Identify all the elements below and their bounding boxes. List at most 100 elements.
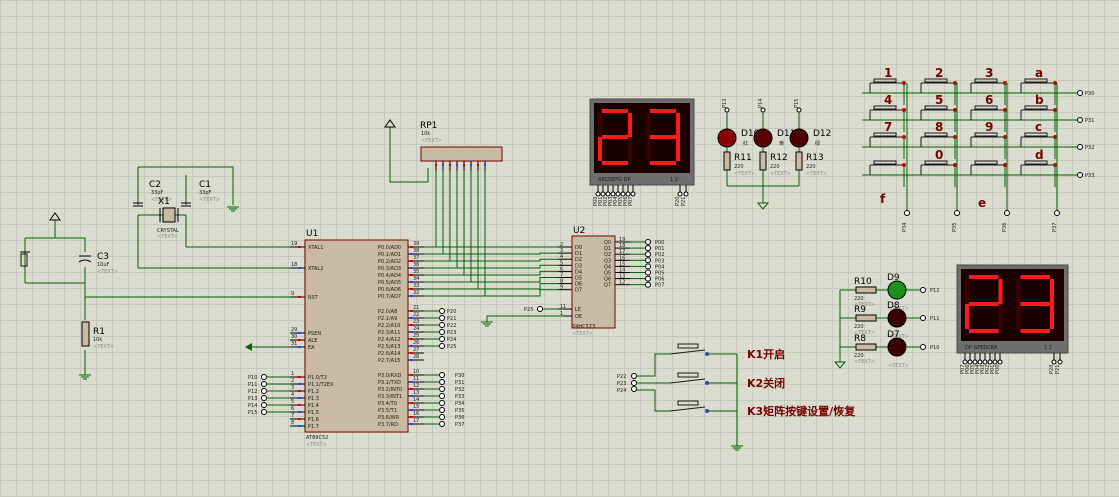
key-button[interactable] [873, 160, 897, 165]
net-label: P03 [980, 365, 986, 374]
res-value: 220 [770, 164, 780, 170]
terminal-icon [1054, 210, 1060, 216]
key-button[interactable] [974, 132, 998, 137]
u1-pin-num: 32 [413, 290, 419, 296]
key-button[interactable] [873, 78, 897, 83]
key-label: 1 [884, 66, 892, 80]
terminal-icon [645, 239, 651, 245]
c2-text: <TEXT> [151, 197, 172, 203]
led-icon [887, 337, 907, 357]
key-label: 4 [884, 93, 892, 107]
key-button[interactable] [873, 105, 897, 110]
key-button[interactable] [1024, 160, 1048, 165]
res-ref: R8 [854, 334, 866, 344]
u1-pin-num: 35 [413, 269, 419, 275]
u1-ref: U1 [306, 229, 318, 239]
segment-b [998, 279, 1003, 304]
u2-pin-name: D2 [575, 257, 582, 263]
u2-chip-body[interactable] [571, 235, 616, 329]
u1-pin-name: P0.5/AD5 [378, 280, 401, 286]
net-label: P20 [1049, 365, 1055, 374]
u2-pin-num: 16 [619, 255, 625, 261]
terminal-icon [645, 275, 651, 282]
segment-c [628, 137, 632, 161]
key-button[interactable] [924, 132, 948, 137]
led-text: <TEXT> [888, 334, 909, 340]
terminal-icon [600, 191, 606, 197]
u1-pin-name: XTAL1 [308, 245, 323, 251]
net-label: P05 [970, 365, 976, 374]
button-wire [636, 389, 670, 412]
led-ref: D7 [887, 330, 900, 340]
u1-pin-marker [410, 402, 413, 404]
net-label: P31 [1085, 118, 1094, 124]
key-button[interactable] [924, 105, 948, 110]
k-button[interactable] [677, 400, 699, 406]
u1-pin-marker [410, 423, 413, 425]
u1-pin-name: XTAL2 [308, 266, 323, 272]
key-button[interactable] [1024, 132, 1048, 137]
segment-c [1050, 304, 1054, 329]
net-label: P14 [758, 99, 764, 108]
led-ref: D10 [741, 129, 760, 139]
u1-pin-name: PSEN [308, 331, 321, 337]
segment-d [1020, 329, 1050, 333]
key-button[interactable] [924, 160, 948, 165]
u1-pin-num: 10 [413, 369, 419, 375]
u1-pin-marker [298, 332, 301, 334]
u1-chip-body[interactable] [304, 239, 409, 433]
u1-pin-num: 27 [413, 347, 419, 353]
x1-text: <TEXT> [157, 234, 178, 240]
u1-pin-marker [410, 274, 413, 276]
u1-pin-num: 15 [413, 404, 419, 410]
terminal-icon [677, 191, 683, 197]
p0-to-u2-wire [450, 258, 558, 262]
resistor-icon [795, 151, 803, 171]
terminal-icon [645, 245, 651, 252]
terminal-icon [439, 407, 445, 413]
u1-pin-marker [298, 346, 301, 348]
key-button[interactable] [974, 160, 998, 165]
terminal-icon [724, 107, 730, 113]
p0-wire [424, 171, 444, 255]
net-label: P11 [930, 316, 939, 322]
u1-pin-num: 21 [413, 305, 419, 311]
u1-pin-marker [410, 381, 413, 383]
key-button[interactable] [974, 78, 998, 83]
key-label: 3 [985, 66, 993, 80]
res-ref: R13 [806, 153, 824, 163]
u1-pin-marker [410, 317, 413, 319]
u1-pin-num: 2 [291, 378, 294, 384]
key-button[interactable] [1024, 105, 1048, 110]
key-button[interactable] [873, 132, 897, 137]
net-label: P32 [455, 387, 464, 393]
u2-pin-num: 3 [560, 248, 563, 254]
rp1-body[interactable] [420, 146, 503, 162]
key-button[interactable] [974, 105, 998, 110]
u1-pin-name: P0.7/AD7 [378, 294, 401, 300]
terminal-icon [1077, 172, 1083, 178]
k-button[interactable] [677, 343, 699, 349]
net-label: P06 [623, 197, 629, 206]
led-icon [717, 128, 737, 148]
u1-pin-num: 17 [413, 418, 419, 424]
k-button[interactable] [677, 372, 699, 378]
u1-pin-marker [298, 339, 301, 341]
u2-pin-name: Q0 [604, 240, 611, 246]
u1-pin-marker [410, 260, 413, 262]
u1-pin-marker [410, 338, 413, 340]
net-label: P13 [248, 396, 257, 402]
res-text: <TEXT> [734, 171, 755, 177]
net-label: P11 [248, 382, 257, 388]
key-button[interactable] [924, 78, 948, 83]
terminal-icon [630, 191, 636, 197]
key-label: 8 [935, 120, 943, 134]
terminal-icon [261, 395, 267, 401]
u2-pin-name: Q6 [604, 277, 611, 283]
u1-pin-name: P1.2 [308, 389, 319, 395]
u1-pin-num: 25 [413, 333, 419, 339]
key-button[interactable] [1024, 78, 1048, 83]
